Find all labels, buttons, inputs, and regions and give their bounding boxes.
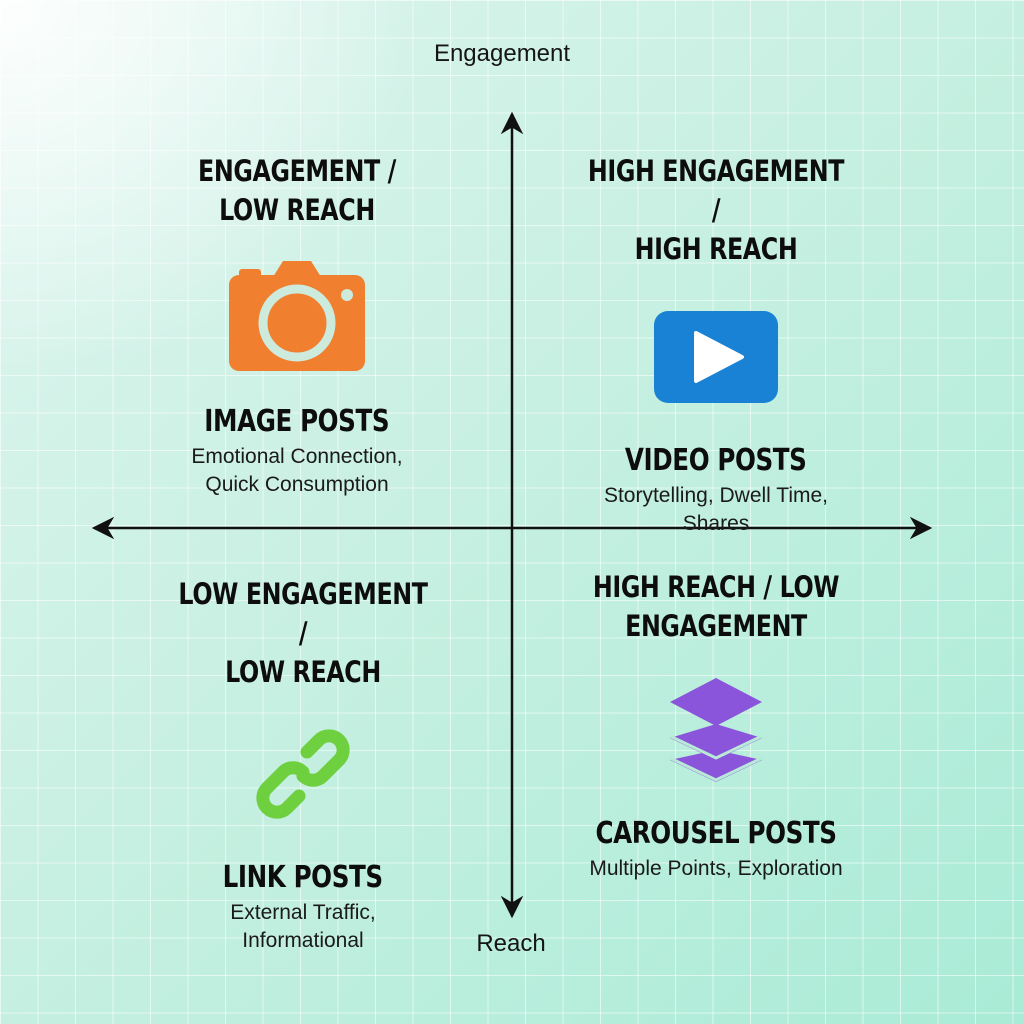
quadrant-title: HIGH REACH / LOW ENGAGEMENT	[592, 570, 840, 643]
post-type-name: LINK POSTS	[222, 860, 384, 895]
quadrant-title: LOW ENGAGEMENT / LOW REACH	[178, 577, 428, 689]
post-type-description: Multiple Points, Exploration	[589, 857, 843, 880]
reach-axis-label: Reach	[476, 930, 546, 957]
layers-icon	[664, 670, 768, 790]
engagement-axis-label: Engagement	[433, 40, 571, 67]
post-type-description: Emotional Connection, Quick Consumption	[191, 445, 403, 496]
quadrant-bottom-left: LOW ENGAGEMENT / LOW REACH LINK POSTS Ex…	[153, 575, 453, 955]
post-type-name: IMAGE POSTS	[204, 404, 390, 439]
post-type-name: CAROUSEL POSTS	[595, 816, 837, 851]
quadrant-top-right: HIGH ENGAGEMENT / HIGH REACH VIDEO POSTS…	[566, 152, 866, 538]
quadrant-top-left: ENGAGEMENT / LOW REACH IMAGE POSTS Emoti…	[147, 152, 447, 499]
video-play-icon	[652, 297, 780, 417]
post-type-description: External Traffic, Informational	[230, 901, 376, 952]
post-type-description: Storytelling, Dwell Time, Shares	[603, 484, 829, 535]
quadrant-title: HIGH ENGAGEMENT / HIGH REACH	[587, 154, 845, 266]
post-type-name: VIDEO POSTS	[625, 443, 807, 478]
quadrant-bottom-right: HIGH REACH / LOW ENGAGEMENT CAROUSEL POS…	[566, 568, 866, 883]
quadrant-title: ENGAGEMENT / LOW REACH	[198, 154, 396, 227]
link-icon	[245, 714, 361, 834]
camera-icon	[225, 258, 369, 378]
